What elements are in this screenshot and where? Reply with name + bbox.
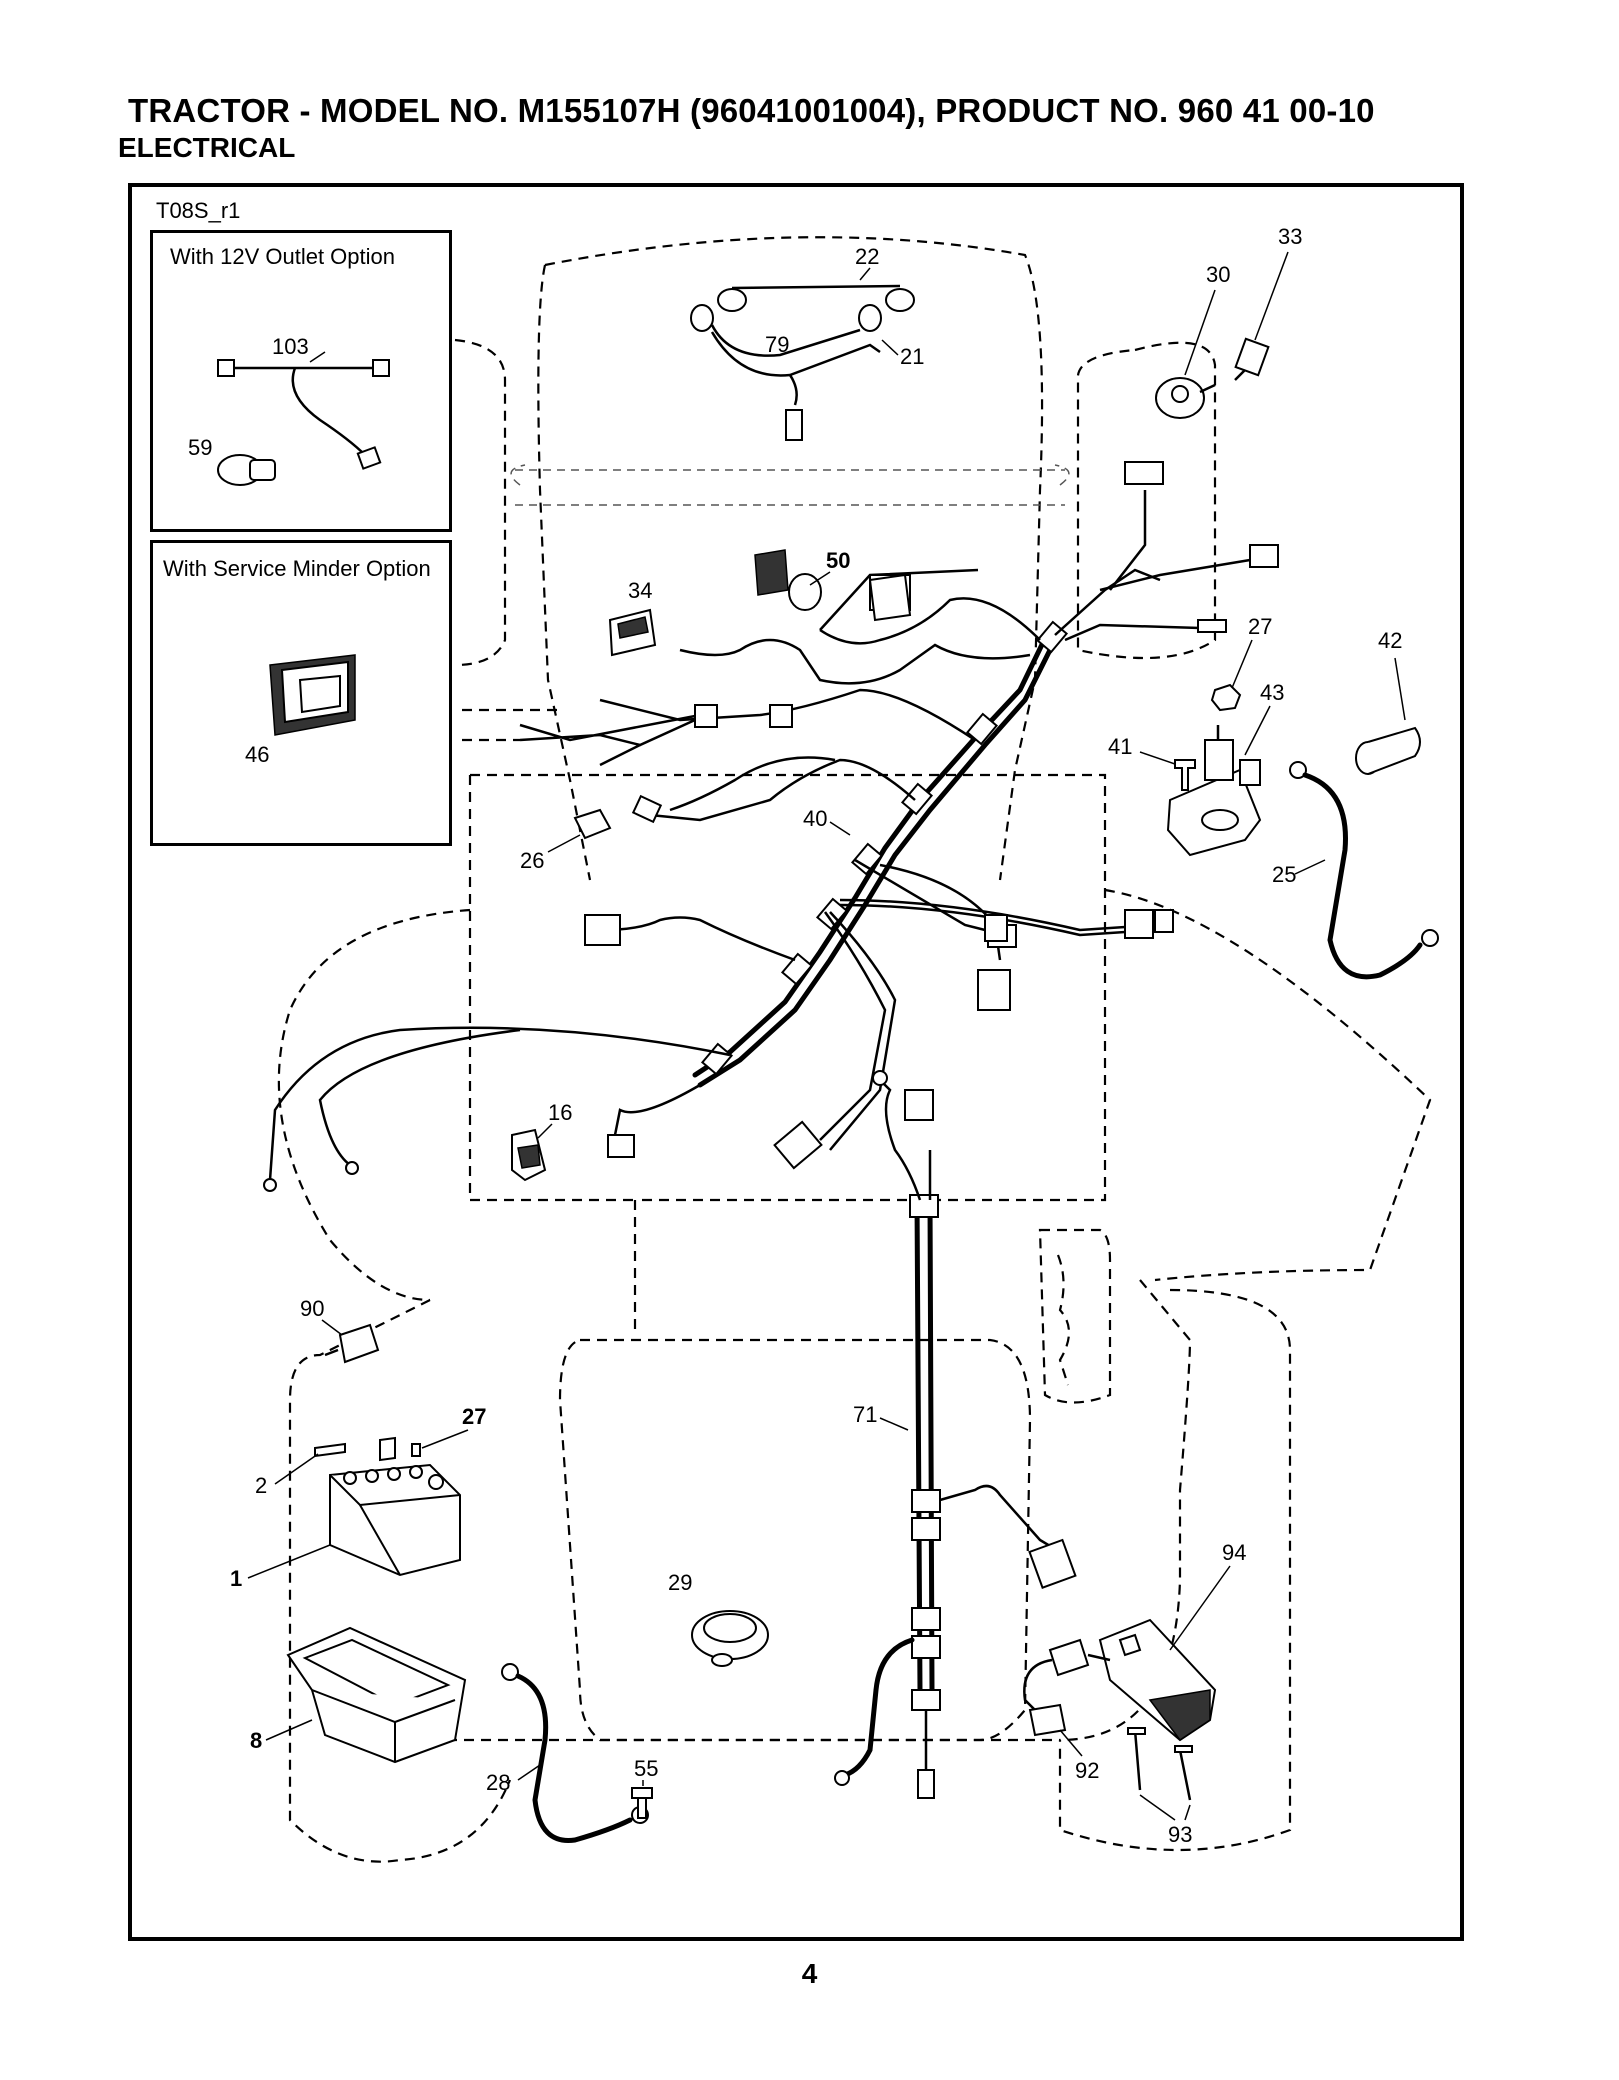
ground-cable-28 <box>501 1663 649 1843</box>
callout-92: 92 <box>1075 1758 1099 1783</box>
page-title: TRACTOR - MODEL NO. M155107H (9604100100… <box>128 92 1375 129</box>
callout-22: 22 <box>855 244 879 269</box>
rear-harness-71 <box>834 1070 1077 1799</box>
page-number: 4 <box>801 1958 818 1989</box>
service-minder-inset <box>150 540 452 846</box>
callout-103: 103 <box>272 334 309 359</box>
battery-cable-25 <box>1289 761 1439 980</box>
callout-27a: 27 <box>1248 614 1272 639</box>
callout-41: 41 <box>1108 734 1132 759</box>
callout-28: 28 <box>486 1770 510 1795</box>
callout-55: 55 <box>634 1756 658 1781</box>
callout-1: 1 <box>230 1566 242 1591</box>
callout-30: 30 <box>1206 262 1230 287</box>
screws-93 <box>1127 1727 1193 1801</box>
callout-90: 90 <box>300 1296 324 1321</box>
service-minder-part <box>269 654 356 736</box>
outlet-option-inset <box>150 230 452 532</box>
main-harness <box>263 461 1279 1192</box>
callout-29: 29 <box>668 1570 692 1595</box>
callout-46: 46 <box>245 742 269 767</box>
battery-1 <box>329 1463 461 1577</box>
terminal-boot-42 <box>1355 726 1421 775</box>
switch-34 <box>608 608 657 657</box>
callout-59: 59 <box>188 435 212 460</box>
callout-43: 43 <box>1260 680 1284 705</box>
callout-33: 33 <box>1278 224 1302 249</box>
callout-25: 25 <box>1272 862 1296 887</box>
callout-26: 26 <box>520 848 544 873</box>
callout-27b: 27 <box>462 1404 486 1429</box>
tractor-outline <box>277 236 1432 1863</box>
section-title: ELECTRICAL <box>118 132 296 163</box>
service-minder-title: With Service Minder Option <box>163 556 431 581</box>
ignition-key <box>1234 337 1270 381</box>
callout-40: 40 <box>803 806 827 831</box>
callout-42: 42 <box>1378 628 1402 653</box>
diagram-frame <box>128 183 1464 1941</box>
power-outlet-part <box>217 454 276 486</box>
callout-79: 79 <box>765 332 789 357</box>
drawing-code: T08S_r1 <box>156 198 241 223</box>
bolt-55 <box>631 1787 653 1819</box>
starter-solenoid <box>1166 725 1262 857</box>
relay-26 <box>573 808 612 840</box>
battery-tray-8 <box>286 1626 467 1764</box>
nut-27 <box>1210 683 1242 712</box>
switch-16 <box>511 1128 547 1182</box>
outlet-option-title: With 12V Outlet Option <box>170 244 395 269</box>
module-94 <box>1098 1618 1217 1742</box>
callout-94: 94 <box>1222 1540 1246 1565</box>
callout-16: 16 <box>548 1100 572 1125</box>
headlight-harness <box>690 284 915 441</box>
callout-21: 21 <box>900 344 924 369</box>
ignition-switch <box>1155 377 1216 419</box>
callout-50: 50 <box>826 548 850 573</box>
callout-34: 34 <box>628 578 652 603</box>
callout-8: 8 <box>250 1728 262 1753</box>
callout-2: 2 <box>255 1473 267 1498</box>
harness-92 <box>1023 1638 1111 1737</box>
callout-93: 93 <box>1168 1822 1192 1847</box>
battery-bolt-2 <box>314 1436 421 1462</box>
outlet-harness <box>217 351 390 470</box>
bolt-41 <box>1174 759 1196 791</box>
part-90 <box>324 1323 380 1364</box>
callout-71: 71 <box>853 1402 877 1427</box>
grommet-29 <box>691 1610 769 1667</box>
